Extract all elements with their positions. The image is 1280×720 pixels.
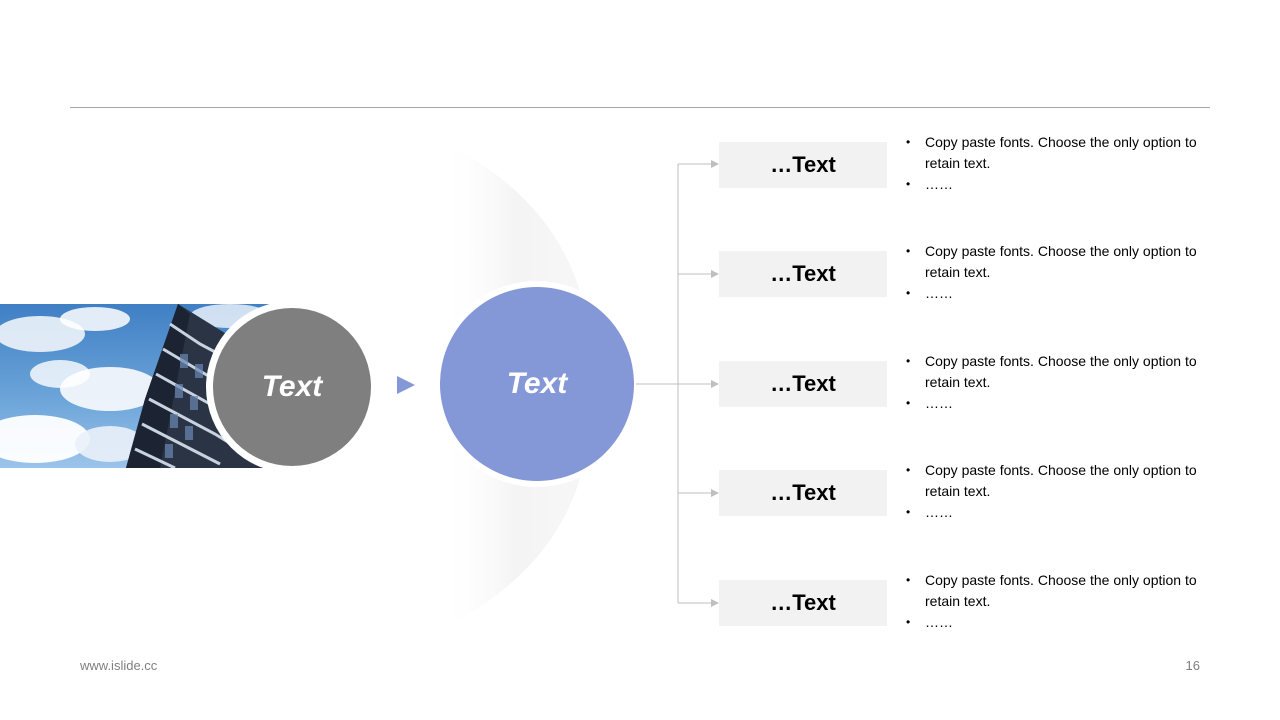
branch-box-3: …Text <box>719 361 887 407</box>
branch-title-5: …Text <box>770 590 836 615</box>
bullet-item: …… <box>905 393 1205 414</box>
branch-box-5: …Text <box>719 580 887 626</box>
branch-title-4: …Text <box>770 480 836 505</box>
branch-box-4: …Text <box>719 470 887 516</box>
bullet-item: …… <box>905 502 1205 523</box>
bullet-item: …… <box>905 174 1205 195</box>
bullet-item: Copy paste fonts. Choose the only option… <box>905 570 1205 612</box>
bullet-item: Copy paste fonts. Choose the only option… <box>905 132 1205 174</box>
branch-bullets-2: Copy paste fonts. Choose the only option… <box>905 241 1205 304</box>
bullet-item: Copy paste fonts. Choose the only option… <box>905 460 1205 502</box>
arrowhead-icon <box>711 160 719 168</box>
arrowhead-icon <box>711 489 719 497</box>
footer-url: www.islide.cc <box>80 658 158 673</box>
branch-box-2: …Text <box>719 251 887 297</box>
arrowhead-icon <box>711 270 719 278</box>
source-circle: Text <box>213 308 371 466</box>
branch-title-1: …Text <box>770 152 836 177</box>
play-triangle-icon <box>397 376 415 394</box>
branch-bullets-4: Copy paste fonts. Choose the only option… <box>905 460 1205 523</box>
bullet-item: Copy paste fonts. Choose the only option… <box>905 241 1205 283</box>
branch-bullets-3: Copy paste fonts. Choose the only option… <box>905 351 1205 414</box>
top-divider <box>70 107 1210 108</box>
center-circle: Text <box>440 287 634 481</box>
center-circle-label: Text <box>506 367 568 400</box>
branch-title-3: …Text <box>770 371 836 396</box>
bullet-item: …… <box>905 283 1205 304</box>
branch-bullets-1: Copy paste fonts. Choose the only option… <box>905 132 1205 195</box>
source-circle-label: Text <box>261 370 323 403</box>
bullet-item: Copy paste fonts. Choose the only option… <box>905 351 1205 393</box>
branch-box-1: …Text <box>719 142 887 188</box>
branch-title-2: …Text <box>770 261 836 286</box>
bullet-item: …… <box>905 612 1205 633</box>
branch-bullets-5: Copy paste fonts. Choose the only option… <box>905 570 1205 633</box>
arrowhead-icon <box>711 599 719 607</box>
page-number: 16 <box>1185 658 1200 673</box>
arrowhead-icon <box>711 380 719 388</box>
